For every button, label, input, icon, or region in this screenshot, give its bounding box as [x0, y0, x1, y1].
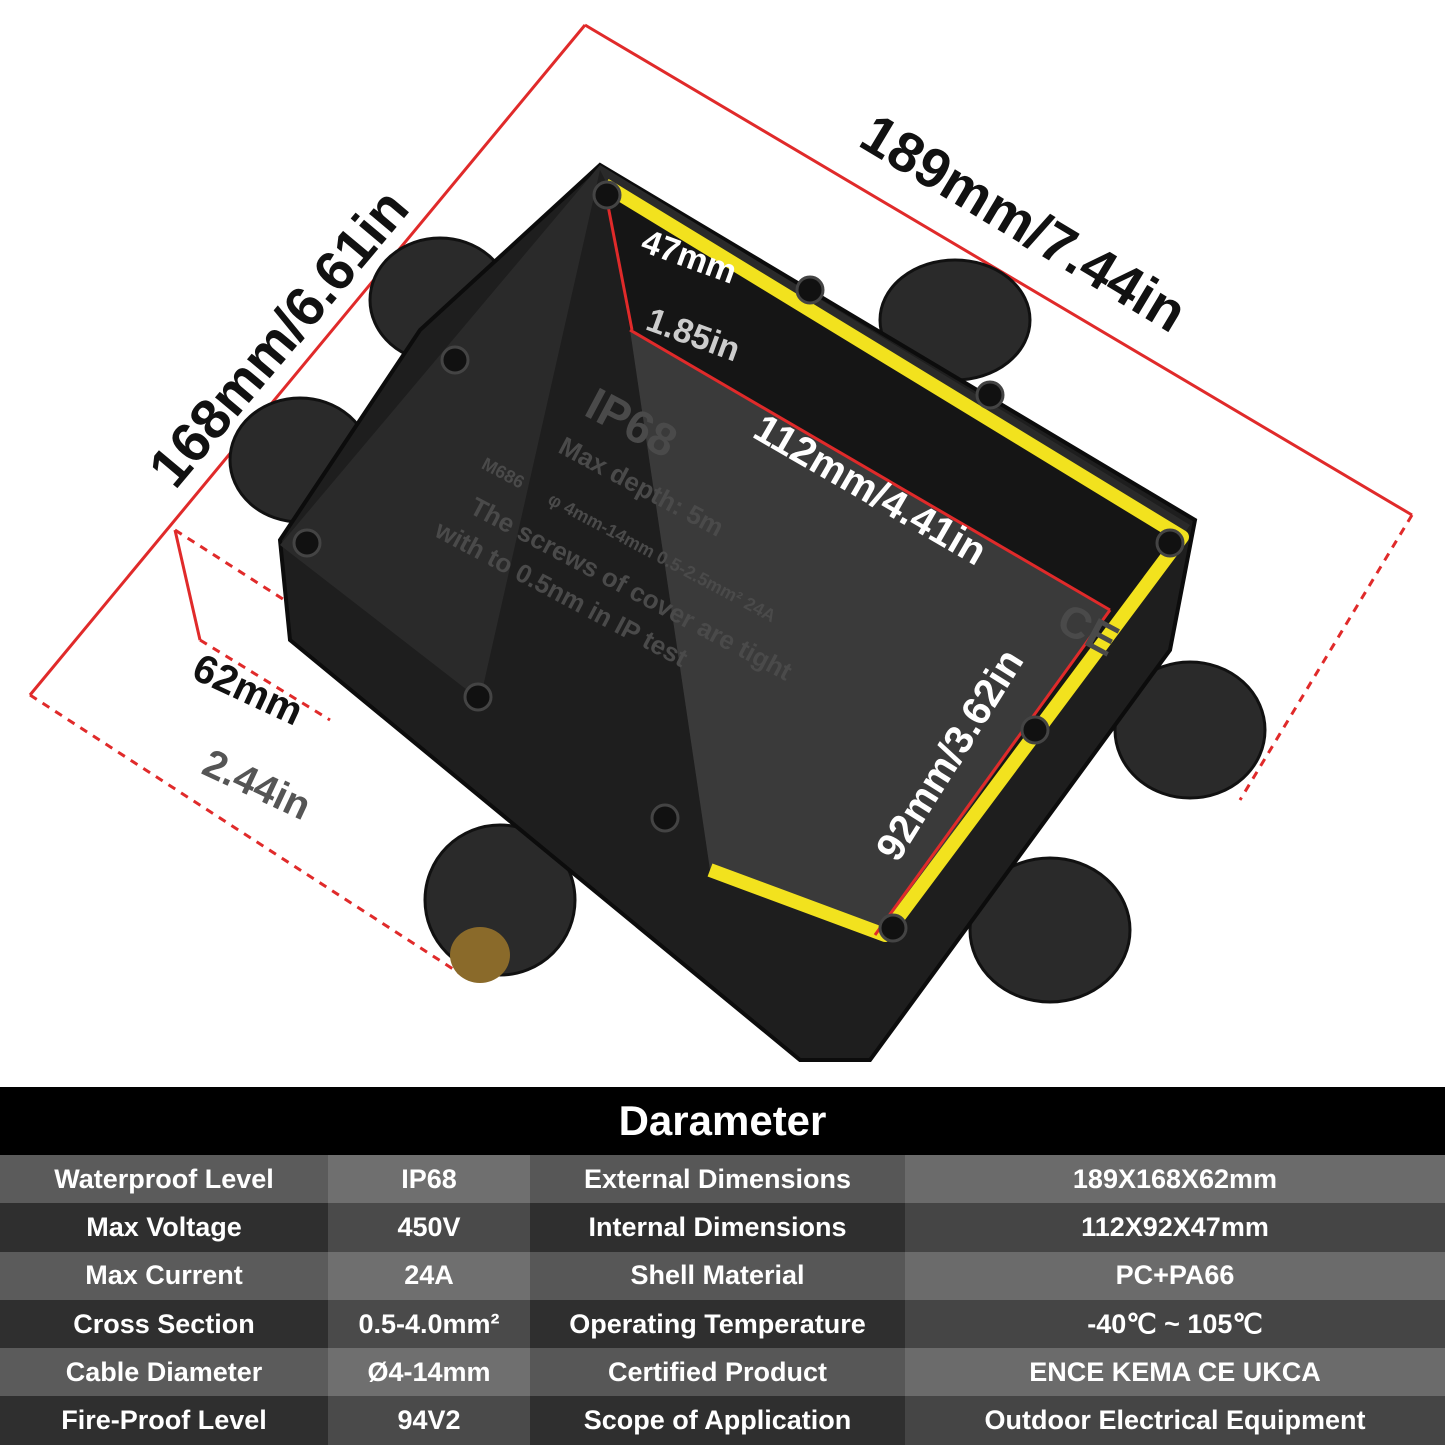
param-label: Cable Diameter [0, 1348, 328, 1397]
param-label: Max Voltage [0, 1203, 328, 1252]
param-value: 189X168X62mm [905, 1155, 1445, 1204]
param-label: Internal Dimensions [530, 1203, 905, 1252]
param-value: PC+PA66 [905, 1251, 1445, 1300]
dimension-lines [28, 23, 1414, 982]
param-label: External Dimensions [530, 1155, 905, 1204]
param-value: 112X92X47mm [905, 1203, 1445, 1252]
param-label: Fire-Proof Level [0, 1396, 328, 1445]
param-label: Certified Product [530, 1348, 905, 1397]
param-label: Scope of Application [530, 1396, 905, 1445]
param-value: -40℃ ~ 105℃ [905, 1299, 1445, 1349]
param-label: Operating Temperature [530, 1299, 905, 1349]
product-image: IP68 Max depth: 5m M686 φ 4mm-14mm 0.5-2… [28, 23, 1414, 1062]
param-label: Max Current [0, 1251, 328, 1300]
param-value: ENCE KEMA CE UKCA [905, 1348, 1445, 1397]
param-value: 450V [328, 1203, 530, 1252]
param-value: Ø4-14mm [328, 1348, 530, 1397]
param-label: Cross Section [0, 1299, 328, 1349]
param-label: Waterproof Level [0, 1155, 328, 1204]
screws [292, 180, 1185, 943]
junction-box-illustration: IP68 Max depth: 5m M686 φ 4mm-14mm 0.5-2… [28, 23, 1414, 1062]
param-label: Shell Material [530, 1251, 905, 1300]
param-value: IP68 [328, 1155, 530, 1204]
table-title: Darameter [0, 1087, 1445, 1155]
gland-opening [450, 927, 510, 983]
param-value: 0.5-4.0mm² [328, 1299, 530, 1349]
cavity-wall [630, 330, 1110, 935]
param-value: 94V2 [328, 1396, 530, 1445]
param-value: Outdoor Electrical Equipment [905, 1396, 1445, 1445]
param-value: 24A [328, 1251, 530, 1300]
